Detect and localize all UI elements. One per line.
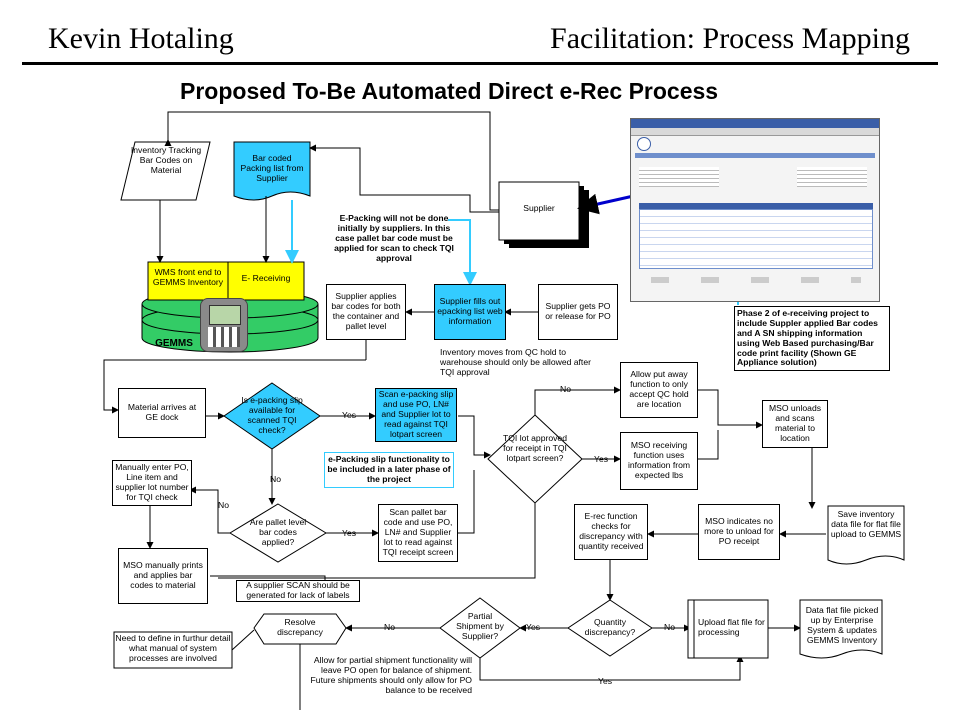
node-wms-front-end: WMS front end to GEMMS Inventory — [152, 267, 224, 287]
edge-label-yes-2: Yes — [342, 528, 357, 538]
node-mso-receiving: MSO receiving function uses information … — [620, 432, 698, 490]
edge-label-no-3: No — [560, 384, 571, 394]
node-inventory-tracking: Inventory Tracking Bar Codes on Material — [130, 145, 202, 175]
node-mso-indicates: MSO indicates no more to unload for PO r… — [698, 504, 780, 560]
edge-label-yes-4: Yes — [526, 622, 541, 632]
edge-label-no-1: No — [270, 474, 281, 484]
node-supplier-applies-bar-codes: Supplier applies bar codes for both the … — [326, 284, 406, 340]
ge-logo-icon — [637, 137, 651, 151]
header-author: Kevin Hotaling — [48, 22, 234, 55]
header-divider — [22, 62, 938, 65]
note-epacking-not-done: E-Packing will not be done initially by … — [334, 213, 454, 263]
web-purchasing-screenshot — [630, 118, 880, 302]
node-allow-put-away: Allow put away function to only accept Q… — [620, 362, 698, 418]
node-quantity-discrepancy: Quantity discrepancy? — [584, 617, 636, 637]
node-partial-shipment: Partial Shipment by Supplier? — [456, 611, 504, 641]
note-epacking-later: e-Packing slip functionality to be inclu… — [324, 452, 454, 488]
node-e-receiving: E- Receiving — [241, 273, 291, 283]
diagram-title: Proposed To-Be Automated Direct e-Rec Pr… — [180, 78, 719, 104]
edge-label-yes-5: Yes — [598, 676, 613, 686]
node-material-arrives: Material arrives at GE dock — [118, 388, 206, 438]
note-inventory-moves: Inventory moves from QC hold to warehous… — [440, 347, 591, 377]
edge-label-yes-3: Yes — [594, 454, 609, 464]
barcode-scanner-icon — [200, 298, 248, 352]
node-scan-epacking: Scan e-packing slip and use PO, LN# and … — [375, 388, 457, 442]
edge-label-no-4: No — [664, 622, 675, 632]
node-mso-unloads: MSO unloads and scans material to locati… — [762, 400, 828, 448]
node-gemms: GEMMS — [155, 338, 193, 349]
node-mso-manually-prints: MSO manually prints and applies bar code… — [118, 548, 208, 604]
node-is-epacking-available: Is e-packing slip available for scanned … — [241, 395, 303, 435]
node-are-pallet-codes: Are pallet level bar codes applied? — [249, 517, 307, 547]
edge-label-no-2: No — [218, 500, 229, 510]
note-allow-partial: Allow for partial shipment functionality… — [310, 655, 472, 695]
node-data-flat-file: Data flat file picked up by Enterprise S… — [805, 605, 879, 645]
note-phase2: Phase 2 of e-receiving project to includ… — [734, 306, 890, 372]
edge-label-no-5: No — [384, 622, 395, 632]
node-upload-flat-file: Upload flat file for processing — [698, 617, 765, 637]
node-save-inventory: Save inventory data file for flat file u… — [830, 509, 902, 539]
node-tqi-lot-approved: TQI lot approved for receipt in TQI lotp… — [502, 433, 567, 463]
node-supplier-fills-out: Supplier fills out epacking list web inf… — [434, 284, 506, 340]
node-scan-pallet: Scan pallet bar code and use PO, LN# and… — [378, 504, 458, 562]
node-supplier: Supplier — [523, 203, 555, 213]
node-manually-enter-po: Manually enter PO, Line item and supplie… — [112, 460, 192, 506]
node-bar-coded-packing: Bar coded Packing list from Supplier — [240, 153, 304, 183]
packing-list-shape — [233, 141, 311, 201]
inventory-tracking-shape — [120, 141, 211, 201]
node-resolve-discrepancy: Resolve discrepancy — [277, 617, 323, 637]
header-topic: Facilitation: Process Mapping — [550, 22, 910, 55]
node-erec-function: E-rec function checks for discrepancy wi… — [574, 504, 648, 560]
note-define-further: Need to define in furthur detail what ma… — [115, 633, 231, 663]
edge-label-yes-1: Yes — [342, 410, 357, 420]
note-supplier-scan: A supplier SCAN should be generated for … — [236, 580, 360, 602]
node-supplier-gets-po: Supplier gets PO or release for PO — [538, 284, 618, 340]
